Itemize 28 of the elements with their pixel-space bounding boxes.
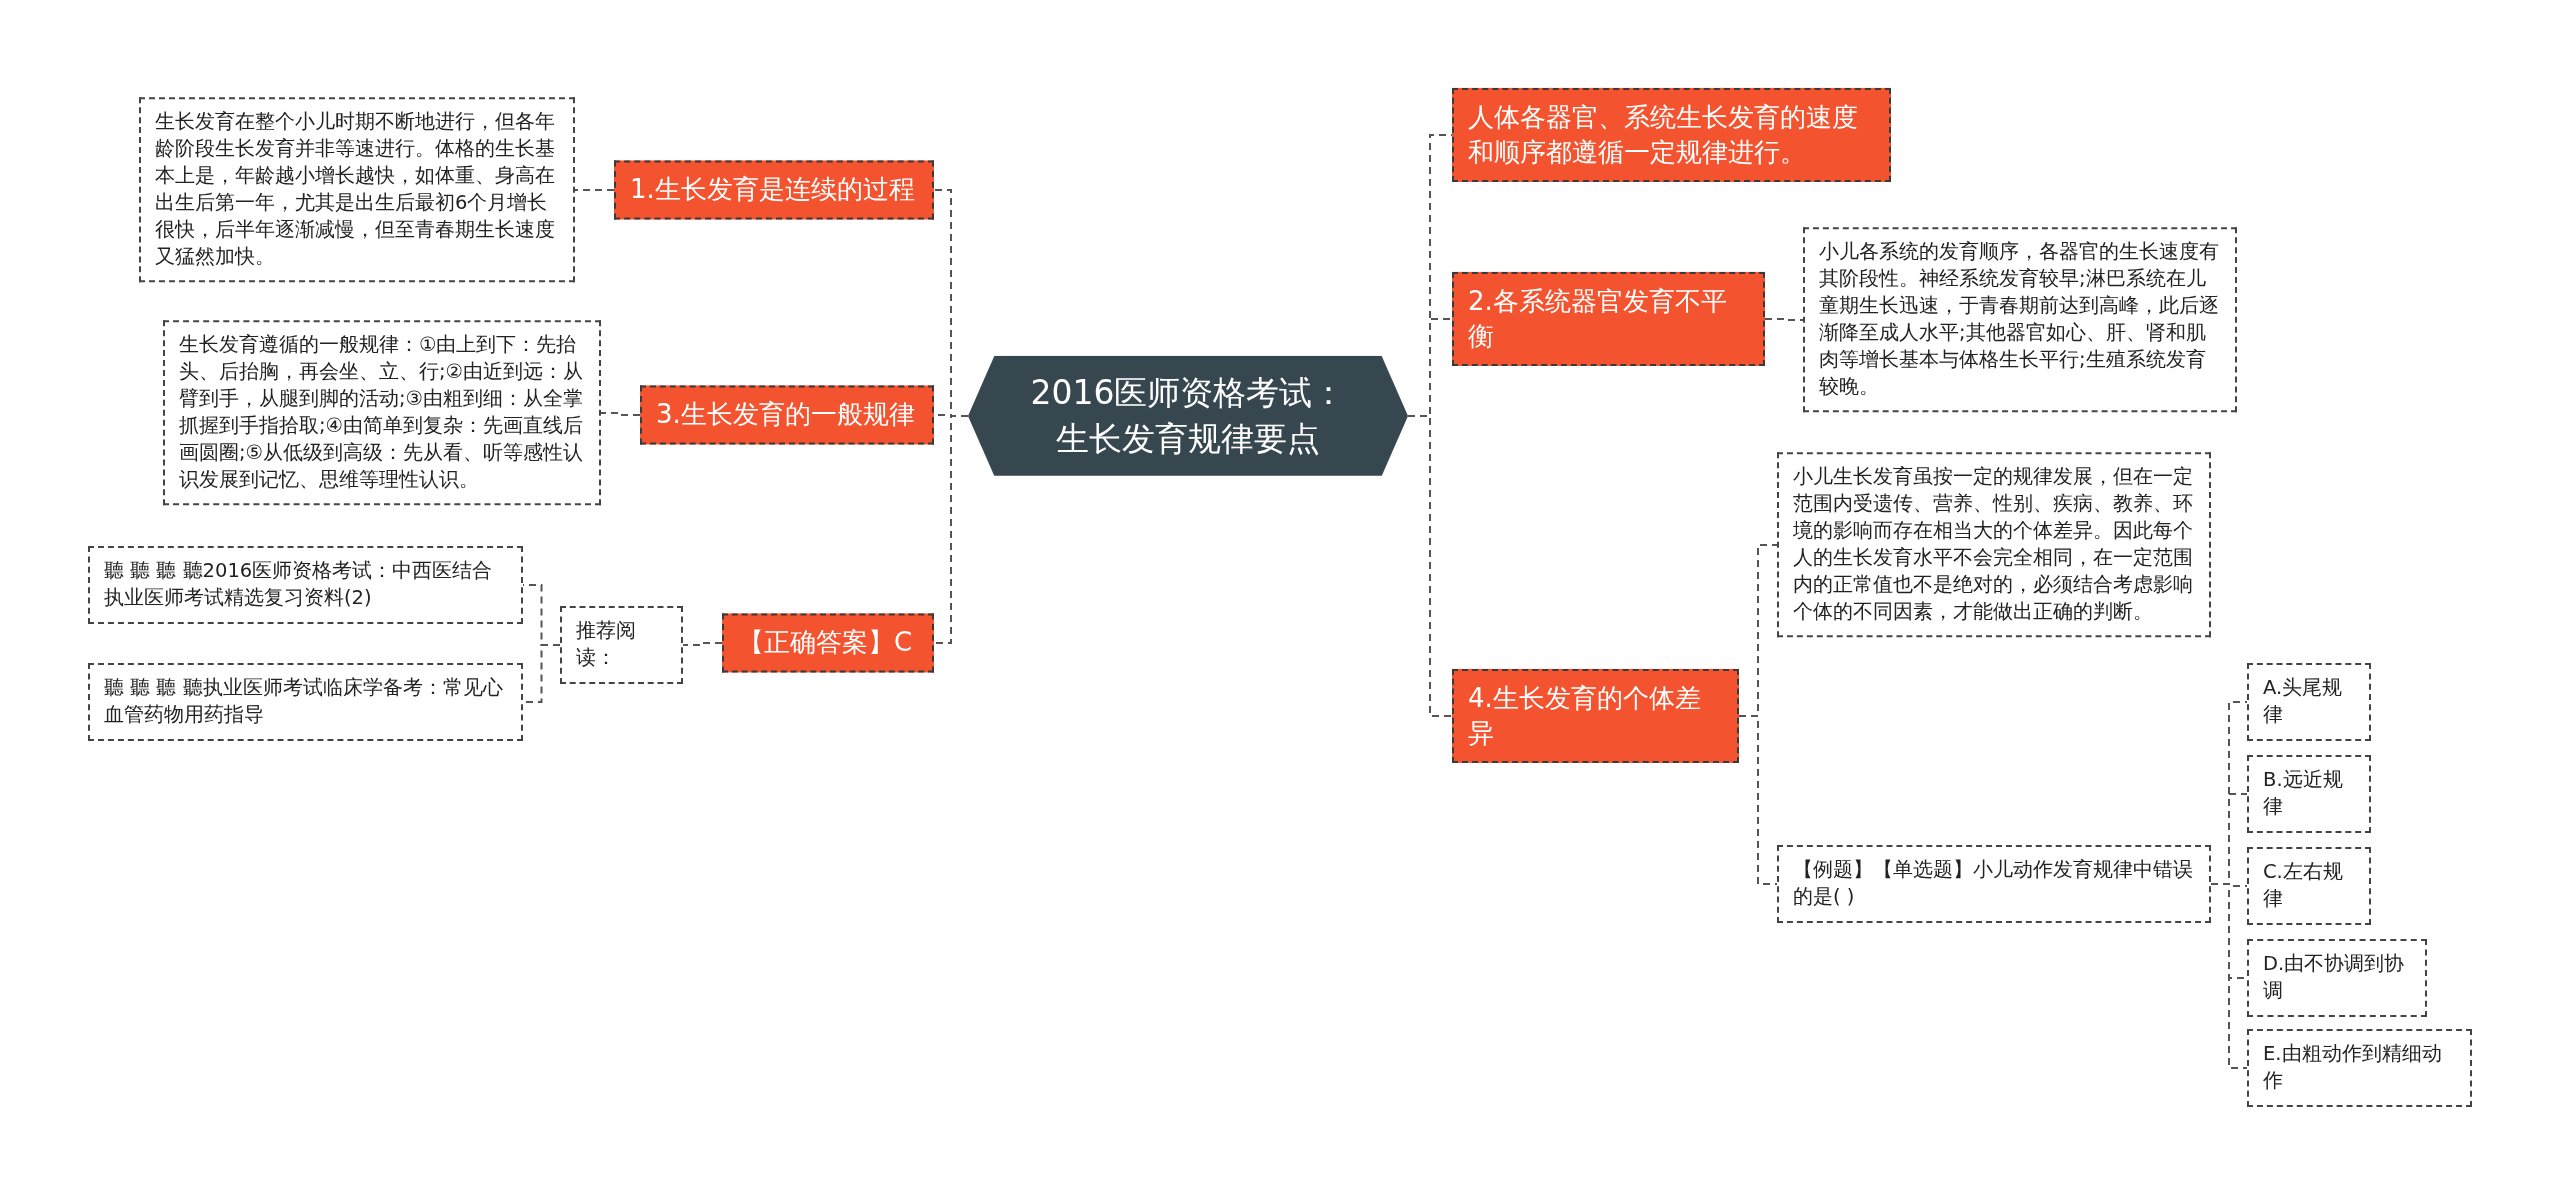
- topic-box: 人体各器官、系统生长发育的速度和顺序都遵循一定规律进行。: [1452, 87, 1891, 183]
- connector-line: [1764, 318, 1804, 321]
- note-box: 推荐阅读：: [560, 606, 683, 684]
- connector-line: [682, 642, 723, 646]
- note-box: A.头尾规律: [2247, 663, 2371, 741]
- note-box: B.远近规律: [2247, 755, 2371, 833]
- central-topic: 2016医师资格考试：生长发育规律要点: [968, 355, 1408, 477]
- connector-line: [600, 412, 641, 416]
- note-box: 【例题】【单选题】小儿动作发育规律中错误的是( ): [1777, 845, 2211, 923]
- topic-box: 2.各系统器官发育不平衡: [1452, 271, 1765, 367]
- topic-box: 4.生长发育的个体差异: [1452, 668, 1739, 764]
- connector-line: [1407, 415, 1453, 717]
- note-box: 聽 聽 聽 聽2016医师资格考试：中西医结合执业医师考试精选复习资料(2): [88, 546, 523, 624]
- connector-line: [933, 415, 969, 644]
- note-box: D.由不协调到协调: [2247, 939, 2427, 1017]
- topic-box: 1.生长发育是连续的过程: [614, 160, 934, 220]
- note-box: 生长发育在整个小儿时期不断地进行，但各年龄阶段生长发育并非等速进行。体格的生长基本上是，年龄越小增长越快，如体重、身高在出生后第一年，尤其是出生后最初6个月增长很快，后半年逐渐减慢，但至青春期生长速度又猛然加快。: [139, 97, 575, 283]
- note-box: 生长发育遵循的一般规律：①由上到下：先抬头、后抬胸，再会坐、立、行;②由近到远：从臂到手，从腿到脚的活动;③由粗到细：从全掌抓握到手指拾取;④由简单到复杂：先画直线后画圆圈;⑤从低级到高级：先从看、听等感性认识发展到记忆、思维等理性认识。: [163, 320, 601, 506]
- note-box: E.由粗动作到精细动作: [2247, 1029, 2472, 1107]
- connector-line: [574, 189, 615, 191]
- topic-box: 3.生长发育的一般规律: [640, 385, 934, 445]
- topic-box: 【正确答案】C: [722, 613, 934, 673]
- connector-line: [1738, 715, 1778, 885]
- note-box: 聽 聽 聽 聽执业医师考试临床学备考：常见心血管药物用药指导: [88, 663, 523, 741]
- note-box: 小儿生长发育虽按一定的规律发展，但在一定范围内受遗传、营养、性别、疾病、教养、环境的影响而存在相当大的个体差异。因此每个人的生长发育水平不会完全相同，在一定范围内的正常值也不是绝对的，必须结合考虑影响个体的不同因素，才能做出正确的判断。: [1777, 452, 2211, 638]
- note-box: C.左右规律: [2247, 847, 2371, 925]
- connector-line: [2210, 883, 2248, 1069]
- note-box: 小儿各系统的发育顺序，各器官的生长速度有其阶段性。神经系统发育较早;淋巴系统在儿童期生长迅速，于青春期前达到高峰，此后逐渐降至成人水平;其他器官如心、肝、肾和肌肉等增长基本与体格生长平行;生殖系统发育较晚。: [1803, 227, 2237, 413]
